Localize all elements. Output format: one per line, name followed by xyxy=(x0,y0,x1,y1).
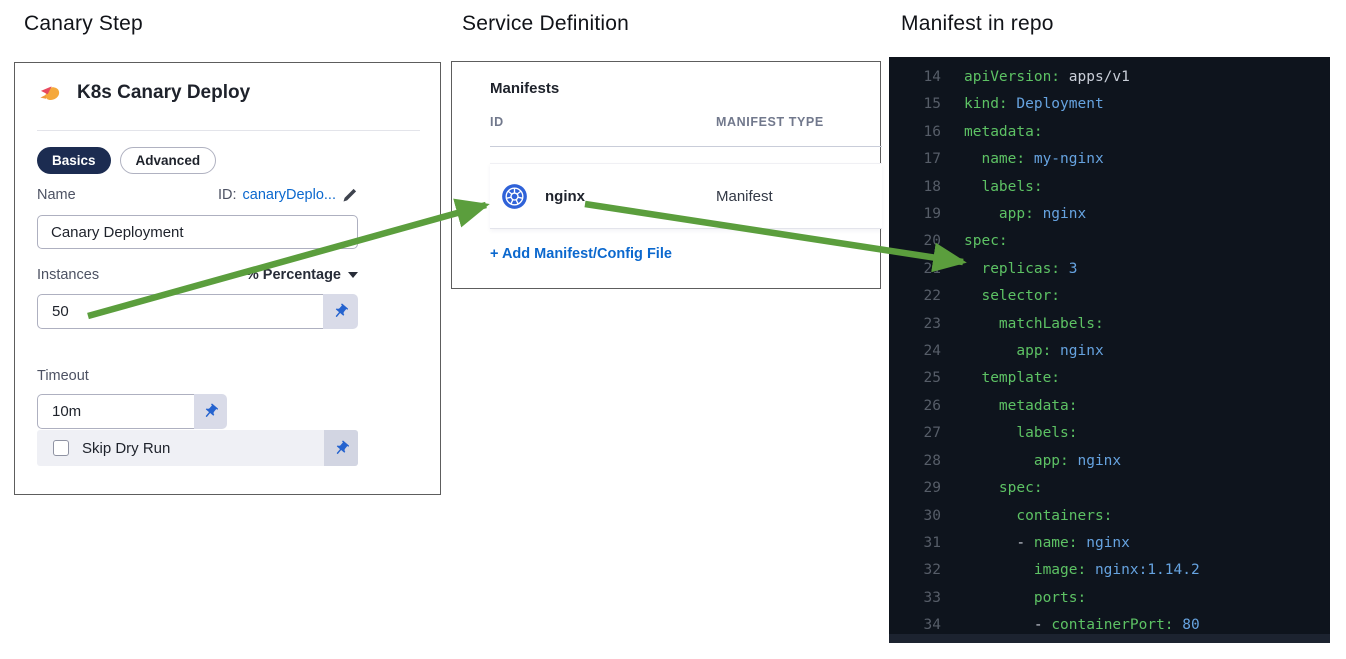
column-header-id: ID xyxy=(490,115,504,129)
line-number: 22 xyxy=(923,288,941,305)
code-line-18: 18 labels: xyxy=(889,174,1330,201)
code-line-23: 23 matchLabels: xyxy=(889,311,1330,338)
line-number: 21 xyxy=(923,260,941,277)
skip-dry-run-checkbox[interactable] xyxy=(53,440,69,456)
tab-advanced[interactable]: Advanced xyxy=(119,147,217,174)
code-line-22: 22 selector: xyxy=(889,283,1330,310)
instances-input[interactable]: 50 xyxy=(37,294,323,329)
manifests-title: Manifests xyxy=(490,80,560,97)
manifest-type: Manifest xyxy=(716,187,773,205)
timeout-pin-button[interactable] xyxy=(194,394,227,429)
line-number: 26 xyxy=(923,397,941,414)
heading-manifest-in-repo: Manifest in repo xyxy=(901,12,1054,35)
skip-dry-run-label: Skip Dry Run xyxy=(82,439,171,457)
line-number: 27 xyxy=(923,425,941,442)
line-number: 28 xyxy=(923,452,941,469)
timeout-input-group: 10m xyxy=(37,394,227,429)
name-input[interactable]: Canary Deployment xyxy=(37,215,358,249)
service-definition-panel: Manifests ID MANIFEST TYPE xyxy=(451,61,882,289)
line-number: 34 xyxy=(923,617,941,634)
line-number: 25 xyxy=(923,370,941,387)
id-prefix-label: ID: xyxy=(217,187,237,203)
code-line-19: 19 app: nginx xyxy=(889,201,1330,228)
skip-dry-run-pin-button[interactable] xyxy=(324,430,358,466)
kubernetes-icon xyxy=(501,183,528,210)
code-line-24: 24 app: nginx xyxy=(889,338,1330,365)
code-line-34: 34 - containerPort: 80 xyxy=(889,612,1330,639)
code-line-27: 27 labels: xyxy=(889,420,1330,447)
add-manifest-link[interactable]: + Add Manifest/Config File xyxy=(490,246,672,262)
step-title: K8s Canary Deploy xyxy=(77,81,251,103)
manifest-row-nginx[interactable]: nginx Manifest xyxy=(490,163,882,229)
step-id-link[interactable]: canaryDeplo... xyxy=(242,187,337,203)
instances-unit-label: % Percentage xyxy=(245,267,341,283)
line-number: 24 xyxy=(923,343,941,360)
line-number: 31 xyxy=(923,534,941,551)
name-row: Name ID: canaryDeplo... xyxy=(37,187,358,203)
step-title-row: K8s Canary Deploy xyxy=(37,79,250,106)
name-label: Name xyxy=(37,187,76,203)
instances-input-group: 50 xyxy=(37,294,358,329)
tab-basics[interactable]: Basics xyxy=(37,147,111,174)
code-line-32: 32 image: nginx:1.14.2 xyxy=(889,557,1330,584)
code-scrollbar-track[interactable] xyxy=(889,634,1330,643)
code-line-28: 28 app: nginx xyxy=(889,448,1330,475)
line-number: 17 xyxy=(923,151,941,168)
line-number: 18 xyxy=(923,178,941,195)
canary-step-panel: K8s Canary Deploy Basics Advanced Name I… xyxy=(14,62,441,495)
title-divider xyxy=(37,130,420,131)
line-number: 30 xyxy=(923,507,941,524)
skip-dry-run-row: Skip Dry Run xyxy=(37,430,358,466)
line-number: 33 xyxy=(923,589,941,606)
header-divider xyxy=(490,146,882,147)
edit-icon[interactable] xyxy=(342,187,358,203)
line-number: 14 xyxy=(923,69,941,85)
code-line-25: 25 template: xyxy=(889,365,1330,392)
step-id-group: ID: canaryDeplo... xyxy=(218,187,358,203)
heading-canary-step: Canary Step xyxy=(24,12,143,35)
instances-label: Instances xyxy=(37,267,100,283)
line-number: 15 xyxy=(923,96,941,113)
line-number: 16 xyxy=(923,123,941,140)
line-number: 32 xyxy=(923,562,941,579)
line-number: 20 xyxy=(923,233,941,250)
canary-bird-icon xyxy=(37,79,64,106)
code-line-26: 26 metadata: xyxy=(889,393,1330,420)
code-line-33: 33 ports: xyxy=(889,585,1330,612)
instances-pin-button[interactable] xyxy=(323,294,358,329)
timeout-label: Timeout xyxy=(37,368,89,384)
instances-unit-dropdown[interactable]: % Percentage xyxy=(246,267,358,283)
manifest-id-cell: nginx xyxy=(490,183,716,210)
step-tabs: Basics Advanced xyxy=(37,147,217,174)
code-line-31: 31 - name: nginx xyxy=(889,530,1330,557)
line-number: 29 xyxy=(923,480,941,497)
code-line-29: 29 spec: xyxy=(889,475,1330,502)
instances-row: Instances % Percentage xyxy=(37,267,358,283)
manifest-id: nginx xyxy=(545,187,585,205)
column-header-manifest-type: MANIFEST TYPE xyxy=(716,115,824,129)
code-line-21: 21 replicas: 3 xyxy=(889,256,1330,283)
line-number: 23 xyxy=(923,315,941,332)
chevron-down-icon xyxy=(348,272,358,278)
timeout-input[interactable]: 10m xyxy=(37,394,194,429)
line-number: 19 xyxy=(923,206,941,223)
code-line-30: 30 containers: xyxy=(889,503,1330,530)
heading-service-definition: Service Definition xyxy=(462,12,630,35)
code-line-17: 17 name: my-nginx xyxy=(889,146,1330,173)
